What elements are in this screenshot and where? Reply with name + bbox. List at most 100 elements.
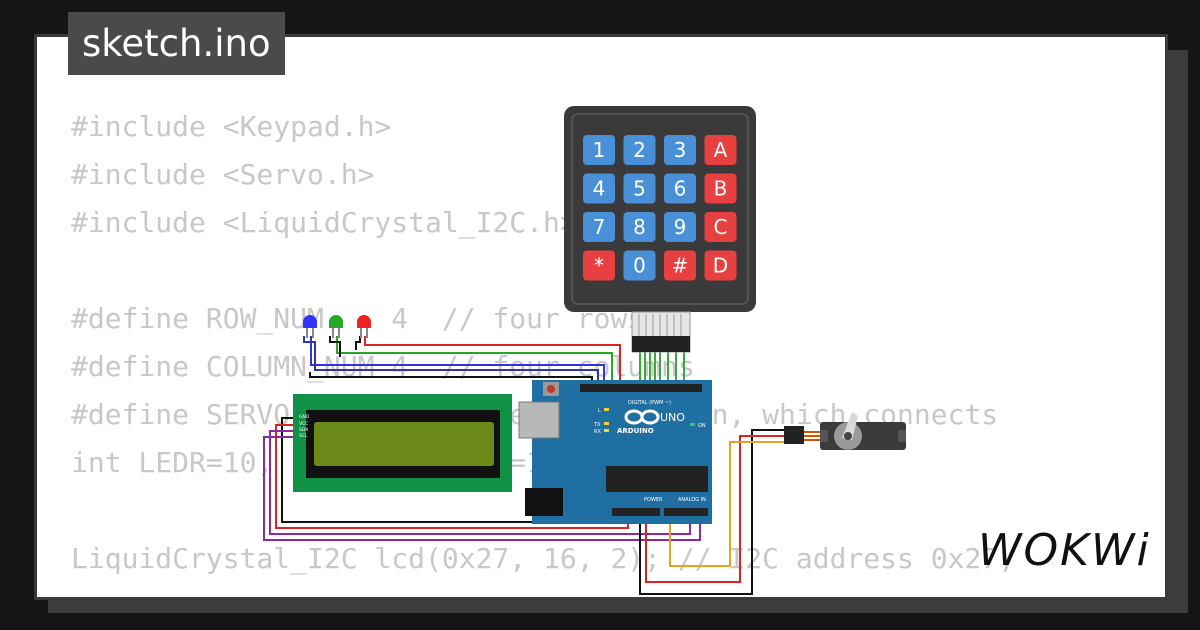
- lcd-pin-label: GND: [299, 414, 310, 420]
- keypad-key[interactable]: C: [704, 212, 737, 242]
- arduino-logo: [624, 409, 660, 425]
- keypad-key-face: [704, 135, 737, 165]
- keypad-bezel: [571, 113, 749, 305]
- keypad-key-face: [664, 135, 696, 165]
- atmega-chip: [606, 466, 708, 492]
- keypad-key[interactable]: 5: [623, 173, 656, 204]
- keypad-key-label: B: [714, 177, 728, 201]
- led-tx-label: TX: [593, 422, 601, 428]
- keypad-key-label: 0: [633, 254, 646, 278]
- keypad-key[interactable]: 8: [623, 212, 656, 242]
- keypad-key[interactable]: A: [704, 135, 737, 165]
- servo-cable: [804, 431, 822, 441]
- led-body: [303, 315, 317, 328]
- servo-motor[interactable]: [784, 412, 906, 450]
- keypad-key[interactable]: 9: [664, 212, 696, 242]
- keypad-key-label: 1: [593, 138, 606, 162]
- code-line: #include <Keypad.h>: [71, 110, 392, 143]
- keypad-key-label: 2: [633, 138, 646, 162]
- code-line: LiquidCrystal_I2C lcd(0x27, 16, 2); // I…: [71, 542, 1016, 575]
- wire: [364, 336, 621, 392]
- keypad-key-face: [583, 212, 615, 242]
- led-body: [329, 315, 343, 328]
- wire: [639, 429, 788, 595]
- led-body: [357, 315, 371, 328]
- keypad-key-label: *: [594, 254, 604, 278]
- code-line: #include <LiquidCrystal_I2C.h>: [71, 206, 577, 239]
- analog-label: ANALOG IN: [678, 497, 706, 503]
- keypad-key-face: [664, 250, 696, 281]
- led-l: [604, 408, 609, 411]
- keypad-key[interactable]: 6: [664, 173, 696, 204]
- keypad-key[interactable]: #: [664, 250, 696, 281]
- keypad-key-face: [704, 173, 737, 204]
- keypad-key-label: D: [713, 254, 728, 278]
- keypad-key-face: [664, 173, 696, 204]
- keypad-header: [632, 336, 690, 352]
- code-line: #include <Servo.h>: [71, 158, 375, 191]
- keypad-key-label: 5: [633, 177, 646, 201]
- keypad-key-label: C: [714, 215, 728, 239]
- wire: [303, 336, 599, 392]
- keypad-key-label: #: [672, 254, 689, 278]
- servo-shaft: [844, 432, 852, 440]
- lcd-pin-label: SCL: [299, 433, 308, 439]
- lcd-pin-label: SDA: [299, 427, 309, 433]
- keypad-key[interactable]: D: [704, 250, 737, 281]
- wire: [336, 336, 613, 392]
- keypad-key[interactable]: B: [704, 173, 737, 204]
- arduino-uno[interactable]: UNO ARDUINO DIGITAL (PWM ~) POWER ANALOG…: [518, 380, 712, 524]
- file-tab-title[interactable]: sketch.ino: [68, 12, 285, 75]
- keypad-key[interactable]: 2: [623, 135, 656, 165]
- keypad-key-label: 4: [593, 177, 606, 201]
- keypad-key-label: 7: [593, 215, 606, 239]
- keypad-key[interactable]: *: [583, 250, 615, 281]
- arduino-brand-label: ARDUINO: [617, 427, 654, 435]
- servo-body: [820, 422, 906, 450]
- lcd-display[interactable]: GND VCC SDA SCL: [293, 394, 512, 492]
- reset-button-cap: [547, 385, 555, 393]
- keypad-key[interactable]: 0: [623, 250, 656, 281]
- keypad-key[interactable]: 3: [664, 135, 696, 165]
- digital-label: DIGITAL (PWM ~): [628, 400, 671, 406]
- led-red[interactable]: [357, 315, 371, 338]
- code-line: #define ROW_NUM 4 // four rows: [71, 302, 645, 335]
- keypad-key-face: [583, 173, 615, 204]
- wire: [645, 435, 788, 583]
- servo-tab: [898, 430, 906, 442]
- keypad-key-face: [623, 212, 656, 242]
- keypad-key-face: [664, 212, 696, 242]
- wire: [310, 336, 605, 392]
- led-tx: [604, 422, 609, 425]
- keypad-key[interactable]: 7: [583, 212, 615, 242]
- analog-header: [664, 508, 708, 516]
- keypad-key-label: 6: [674, 177, 687, 201]
- led-rx: [604, 429, 609, 432]
- lcd-pin-labels: GND VCC SDA SCL: [299, 414, 310, 439]
- keypad-key-label: 3: [674, 138, 687, 162]
- wire: [329, 336, 341, 357]
- led-green[interactable]: [329, 315, 343, 338]
- keypad-key-face: [583, 135, 615, 165]
- digital-header: [580, 384, 702, 392]
- keypad-key-face: [704, 212, 737, 242]
- keypad-key-face: [583, 250, 615, 281]
- led-l-label: L: [598, 408, 601, 414]
- servo-connector: [784, 426, 804, 444]
- keypad-key-label: A: [714, 138, 728, 162]
- power-jack: [525, 488, 563, 516]
- keypad-key[interactable]: 4: [583, 173, 615, 204]
- led-blue[interactable]: [303, 315, 317, 338]
- leds[interactable]: [303, 315, 371, 338]
- keypad-key-label: 8: [633, 215, 646, 239]
- keypad-key[interactable]: 1: [583, 135, 615, 165]
- power-label: POWER: [644, 497, 663, 503]
- wokwi-logo: WOKWi: [978, 525, 1151, 576]
- led-on: [690, 423, 695, 426]
- lcd-pin-label: VCC: [299, 421, 308, 427]
- led-rx-label: RX: [594, 429, 601, 435]
- keypad-key-face: [704, 250, 737, 281]
